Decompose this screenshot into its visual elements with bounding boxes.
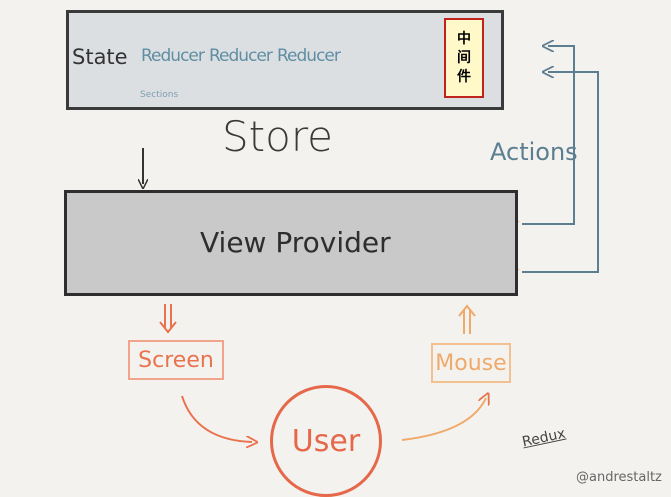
action-arrow-outer — [522, 72, 599, 273]
middleware-box: 中 间 件 — [444, 18, 484, 98]
view-provider-title: View Provider — [200, 226, 391, 259]
store-box — [66, 10, 504, 110]
user-circle: User — [270, 385, 382, 497]
view-provider-box — [64, 190, 518, 296]
state-label: State — [72, 45, 128, 69]
sections-label: Sections — [140, 90, 179, 100]
mouse-box: Mouse — [431, 343, 511, 383]
reducer-label-1: Reducer — [141, 46, 205, 66]
screen-label: Screen — [138, 347, 214, 373]
view-to-screen-arrow — [159, 304, 177, 334]
mouse-label: Mouse — [435, 350, 507, 376]
middleware-char-2: 间 — [457, 49, 471, 66]
author-credit: @andrestaltz — [576, 470, 662, 485]
screen-to-user-arrow — [181, 395, 252, 442]
user-label: User — [291, 423, 361, 459]
middleware-char-3: 件 — [457, 68, 471, 85]
store-title: Store — [222, 112, 334, 161]
action-arrow-inner — [522, 46, 575, 225]
reducer-label-3: Reducer — [277, 46, 341, 66]
reducer-label-2: Reducer — [209, 46, 273, 66]
actions-label: Actions — [490, 138, 578, 166]
screen-box: Screen — [128, 340, 224, 380]
mouse-to-view-arrow — [458, 304, 476, 334]
user-to-mouse-arrow — [401, 398, 486, 441]
middleware-char-1: 中 — [457, 30, 471, 47]
